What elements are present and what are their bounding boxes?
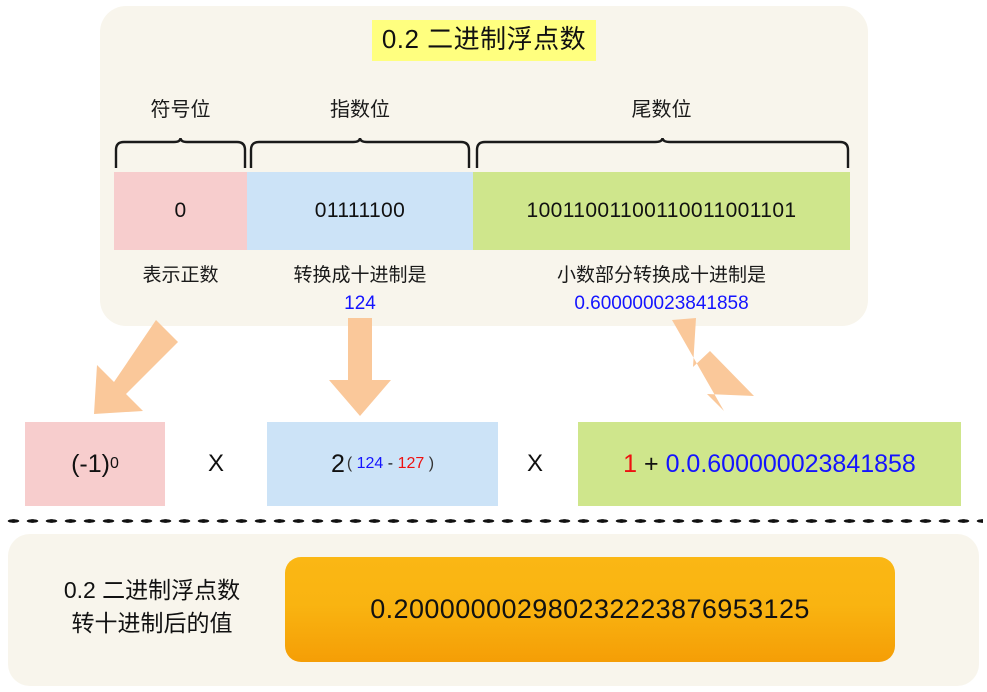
formula-exp-base: 2 <box>330 449 345 478</box>
caption-exponent-value: 124 <box>344 292 376 314</box>
result-card: 0.2 二进制浮点数 转十进制后的值 0.2000000029802322238… <box>8 534 979 686</box>
bitbox-sign: 0 <box>114 172 247 250</box>
formula-mantissa-term: 1 + 0.0.600000023841858 <box>578 422 961 506</box>
formula-exp-minus: - <box>387 455 394 472</box>
formula-row: (-1)0 X 2 ( 124 - 127 ) X 1 + 0.0.600000… <box>0 422 987 506</box>
caption-sign-text: 表示正数 <box>142 265 219 286</box>
caption-mantissa-value: 0.600000023841858 <box>574 292 749 314</box>
formula-exponent-term: 2 ( 124 - 127 ) <box>267 422 498 506</box>
multiply-symbol-1: X <box>207 450 224 477</box>
result-label-line1: 0.2 二进制浮点数 <box>63 577 241 603</box>
result-value-pill: 0.200000002980232223876953125 <box>285 557 895 662</box>
result-value: 0.200000002980232223876953125 <box>370 594 810 624</box>
diagram-title-row: 0.2 二进制浮点数 <box>100 20 868 61</box>
result-label-line2: 转十进制后的值 <box>71 610 233 637</box>
caption-exponent-text: 转换成十进制是 <box>293 265 427 286</box>
arrow-exponent-down <box>325 318 395 418</box>
formula-exp-value: 124 <box>356 455 384 472</box>
formula-sign-term: (-1)0 <box>25 422 165 506</box>
segment-label-sign: 符号位 <box>150 99 211 121</box>
caption-mantissa-text: 小数部分转换成十进制是 <box>556 265 766 286</box>
bitbox-exponent: 01111100 <box>247 172 473 250</box>
page-title: 0.2 二进制浮点数 <box>371 20 597 61</box>
formula-exp-bias: 127 <box>397 455 425 472</box>
formula-mant-one: 1 <box>623 449 638 478</box>
caption-mantissa: 小数部分转换成十进制是 0.600000023841858 <box>473 262 850 317</box>
brace-mantissa <box>475 138 850 168</box>
caption-sign: 表示正数 <box>110 262 251 290</box>
segment-label-mantissa: 尾数位 <box>631 99 692 121</box>
formula-exp-open-paren: ( <box>346 455 353 472</box>
caption-exponent: 转换成十进制是 124 <box>247 262 473 317</box>
formula-mant-plus: + <box>644 449 659 478</box>
arrow-sign-down-left <box>78 318 188 418</box>
formula-exp-close-paren: ) <box>428 455 435 472</box>
bit-field-row: 0 01111100 10011001100110011001101 <box>114 172 850 250</box>
dotted-divider <box>4 518 983 524</box>
formula-mant-fraction: 0.0.600000023841858 <box>665 449 916 478</box>
formula-sign-base: (-1) <box>71 449 110 478</box>
result-label: 0.2 二进制浮点数 转十进制后的值 <box>26 574 278 641</box>
arrow-mantissa-down-right <box>662 318 772 418</box>
bitbox-mantissa: 10011001100110011001101 <box>473 172 850 250</box>
float-breakdown-card: 0.2 二进制浮点数 符号位 指数位 尾数位 0 01111100 100110… <box>100 6 868 326</box>
brace-exponent <box>249 138 471 168</box>
brace-sign <box>114 138 247 168</box>
segment-label-exponent: 指数位 <box>330 99 390 121</box>
multiply-symbol-2: X <box>526 450 543 477</box>
